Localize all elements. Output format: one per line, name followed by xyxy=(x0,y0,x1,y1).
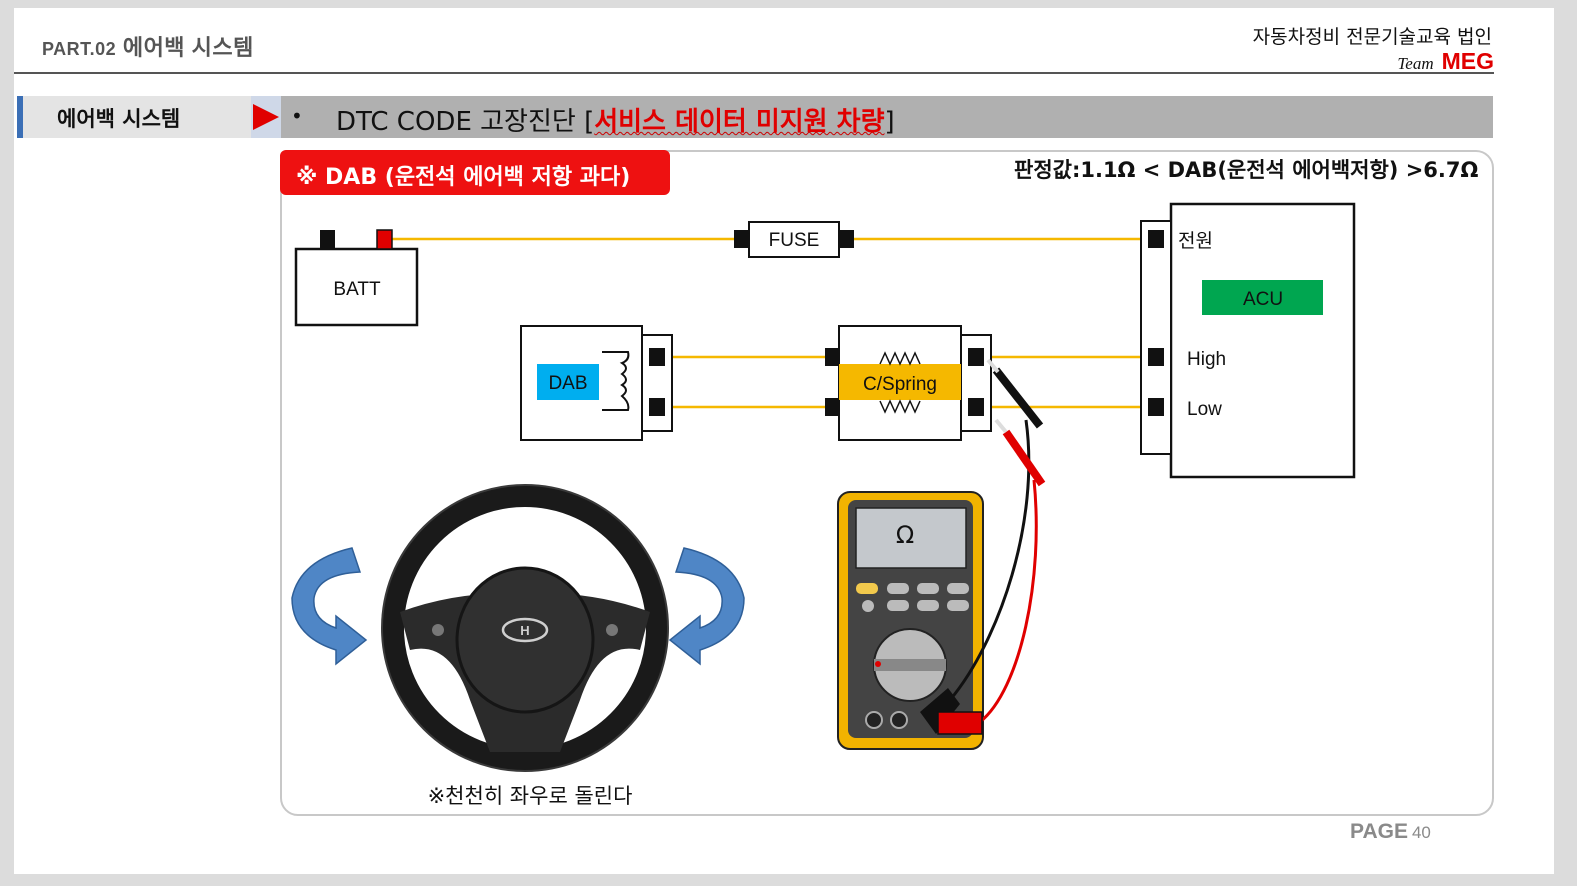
dab-label: DAB xyxy=(548,373,587,394)
resistor-icon xyxy=(879,351,921,366)
red-probe-icon xyxy=(937,418,1046,735)
red-probe-lead xyxy=(979,479,1038,724)
sidebar-tab-label: 에어백 시스템 xyxy=(57,107,181,131)
part-title: 에어백 시스템 xyxy=(122,35,254,60)
acu-label: ACU xyxy=(1243,289,1283,310)
svg-text:H: H xyxy=(520,623,529,638)
battery: BATT xyxy=(294,229,419,327)
dab-module: DAB xyxy=(520,325,673,441)
acu-module: ACU 전원 High Low xyxy=(1140,202,1356,479)
section-title-bar: • DTC CODE 고장진단 [서비스 데이터 미지원 차량] xyxy=(281,96,1493,138)
cspring-label: C/Spring xyxy=(863,374,937,395)
pin-high-label: High xyxy=(1187,349,1226,370)
pin-low-label: Low xyxy=(1187,399,1222,420)
team-name: MEG xyxy=(1441,48,1494,74)
dtc-badge: ※ DAB (운전석 에어백 저항 과다) xyxy=(280,150,670,195)
play-arrow-icon xyxy=(251,96,281,138)
rotate-right-arrow-icon xyxy=(668,547,745,666)
page-label: PAGE xyxy=(1350,820,1408,843)
clock-spring: C/Spring xyxy=(825,325,992,441)
pin-power-label: 전원 xyxy=(1178,230,1213,252)
sidebar-tab-airbag[interactable]: 에어백 시스템 xyxy=(17,96,281,138)
title-bullet: • xyxy=(291,104,303,128)
wires xyxy=(392,237,1146,409)
rotate-left-arrow-icon xyxy=(291,547,368,666)
meter-symbol: Ω xyxy=(896,521,914,549)
dtc-badge-text: ※ DAB (운전석 에어백 저항 과다) xyxy=(296,165,631,190)
resistor-icon xyxy=(879,399,921,414)
fuse-label: FUSE xyxy=(769,230,820,251)
batt-label: BATT xyxy=(333,279,381,300)
fuse: FUSE xyxy=(734,221,854,258)
team-logo: Team MEG xyxy=(1397,48,1494,75)
title-end: ] xyxy=(884,107,895,137)
part-prefix: PART.02 xyxy=(42,39,117,59)
black-probe-icon xyxy=(920,358,1044,734)
page-number-value: 40 xyxy=(1411,823,1431,842)
part-heading: PART.02 에어백 시스템 xyxy=(42,30,254,62)
title-main: DTC CODE 고장진단 [ xyxy=(336,107,595,137)
title-highlight: 서비스 데이터 미지원 차량 xyxy=(594,107,885,137)
org-name: 자동차정비 전문기술교육 법인 xyxy=(1252,26,1492,48)
header-divider xyxy=(14,72,1494,74)
steering-wheel-icon: H xyxy=(381,484,669,772)
section-title: DTC CODE 고장진단 [서비스 데이터 미지원 차량] xyxy=(336,101,895,138)
coil-icon xyxy=(602,351,630,411)
caption: ※천천히 좌우로 돌린다 xyxy=(428,784,633,808)
team-label: Team xyxy=(1397,54,1434,73)
criteria-text: 판정값:1.1Ω < DAB(운전석 에어백저항) >6.7Ω xyxy=(1014,158,1479,182)
multimeter-icon: Ω xyxy=(837,491,984,750)
